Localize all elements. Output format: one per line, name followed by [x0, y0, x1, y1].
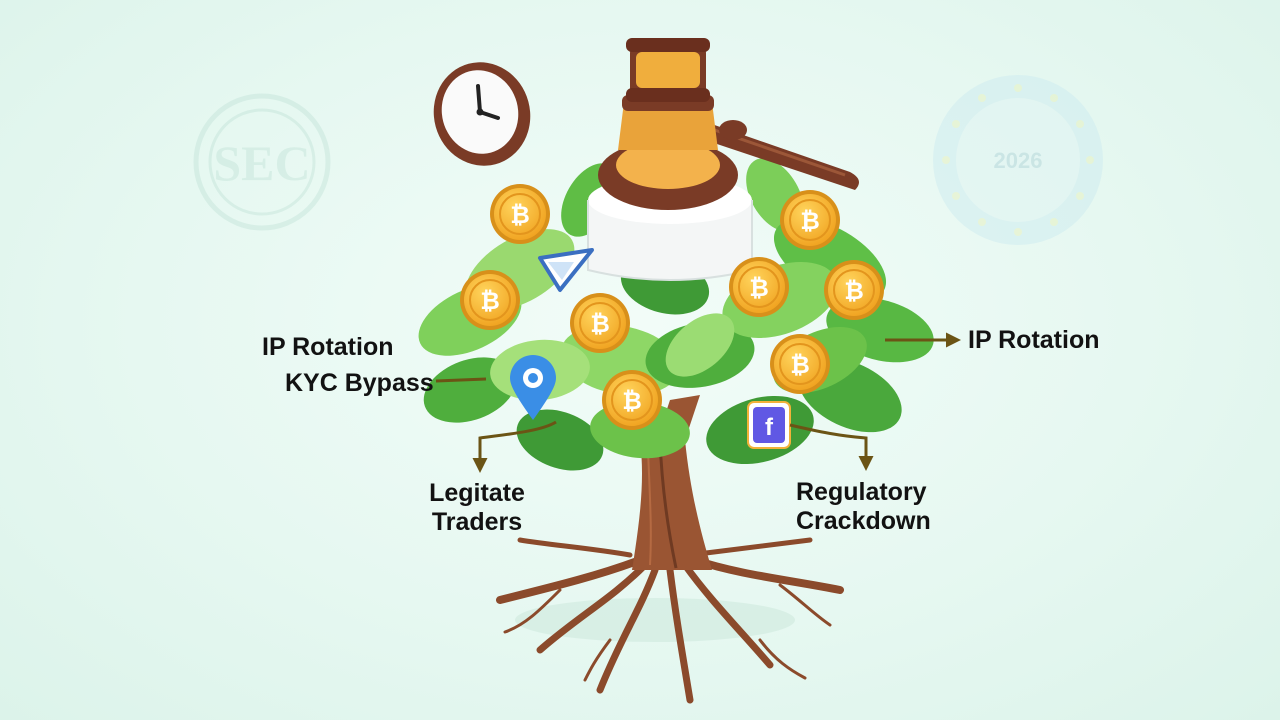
- svg-text:₿: ₿: [800, 207, 820, 235]
- label-legitimate-traders: Legitate Traders: [418, 479, 536, 537]
- arrow-reg: [789, 423, 874, 471]
- svg-text:₿: ₿: [480, 287, 500, 315]
- gavel-icon: [598, 38, 859, 210]
- bitcoin-coin-icon: ₿: [770, 334, 830, 394]
- connector-arrows: [435, 332, 961, 473]
- facebook-icon: f: [747, 401, 791, 449]
- sec-seal: SEC: [193, 93, 331, 231]
- sec-seal-text: SEC: [213, 135, 310, 191]
- label-ip-rotation-right: IP Rotation: [968, 326, 1100, 354]
- label-regulatory-crackdown: Regulatory Crackdown: [796, 478, 931, 536]
- svg-text:₿: ₿: [749, 274, 769, 302]
- svg-text:₿: ₿: [510, 201, 530, 229]
- svg-text:₿: ₿: [790, 351, 810, 379]
- bitcoin-coin-icon: ₿: [602, 370, 662, 430]
- label-legit-line2: Traders: [431, 508, 523, 536]
- label-reg-line1: Regulatory: [796, 478, 927, 506]
- bitcoin-coin-icon: ₿: [824, 260, 884, 320]
- arrow-kyc: [435, 377, 487, 383]
- eu-seal: 2026: [933, 75, 1103, 245]
- arrow-legit: [472, 420, 557, 473]
- coin-group: ₿ ₿ ₿ ₿ ₿ ₿ ₿ ₿: [460, 184, 884, 430]
- bitcoin-coin-icon: ₿: [729, 257, 789, 317]
- label-ip-rotation-left: IP Rotation: [262, 333, 394, 361]
- svg-text:₿: ₿: [844, 277, 864, 305]
- label-reg-line2: Crackdown: [796, 507, 931, 535]
- label-legit-line1: Legitate: [429, 479, 525, 507]
- bitcoin-coin-icon: ₿: [780, 190, 840, 250]
- bitcoin-coin-icon: ₿: [460, 270, 520, 330]
- facebook-glyph: f: [765, 414, 774, 441]
- svg-text:₿: ₿: [622, 387, 642, 415]
- eu-seal-text: 2026: [994, 148, 1043, 173]
- bitcoin-coin-icon: ₿: [570, 293, 630, 353]
- telegram-icon: [538, 248, 594, 292]
- location-pin-icon: [510, 355, 556, 420]
- clock-icon: [433, 62, 531, 166]
- label-kyc-bypass: KYC Bypass: [285, 369, 434, 397]
- svg-text:₿: ₿: [590, 310, 610, 338]
- bitcoin-coin-icon: ₿: [490, 184, 550, 244]
